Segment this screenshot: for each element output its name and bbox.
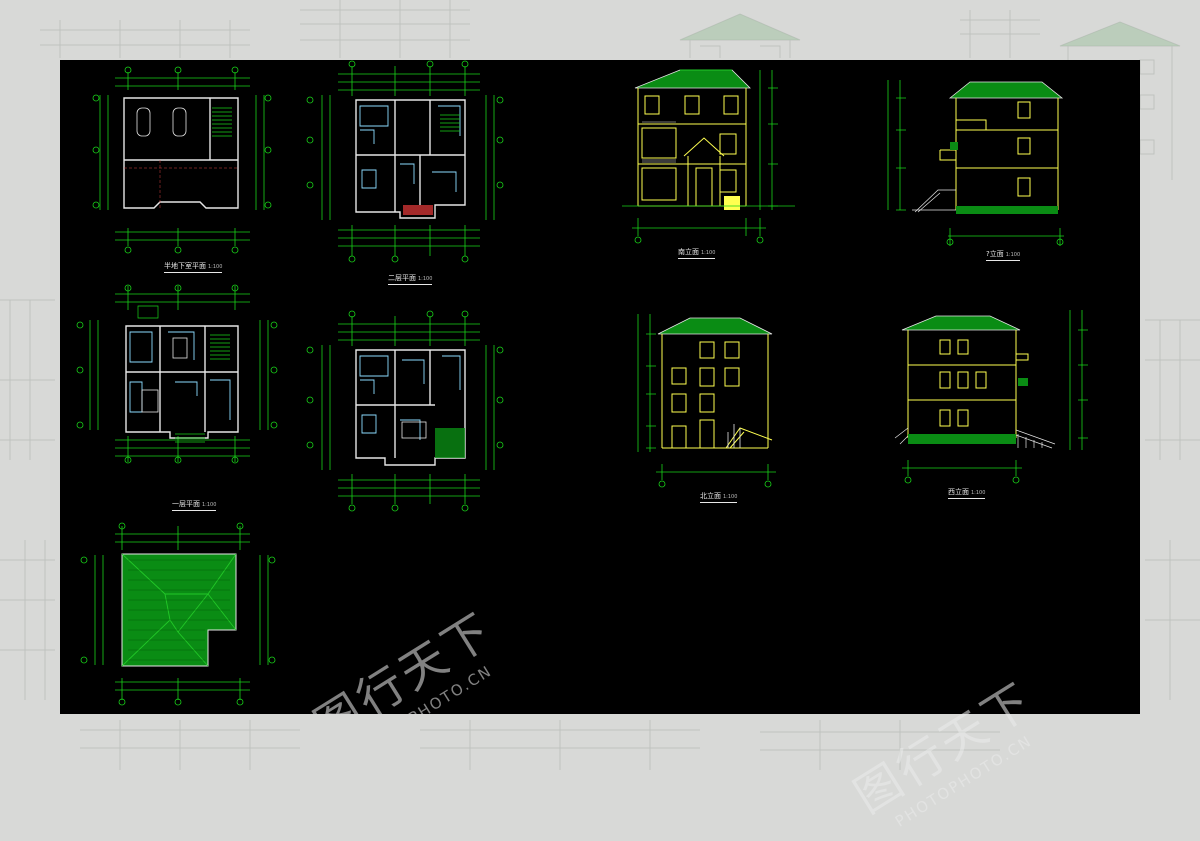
- roof-plan-drawing: [80, 522, 276, 706]
- background-drawing-sheet: [0, 0, 1200, 770]
- second-floor-plan-drawing: [306, 60, 504, 263]
- west-elevation-drawing: [894, 310, 1088, 484]
- first-floor-plan-drawing: [76, 284, 278, 464]
- south-elevation-drawing: [622, 69, 795, 244]
- basement-plan-drawing: [92, 66, 272, 254]
- north-elevation-drawing: [637, 314, 776, 488]
- third-floor-plan-drawing: [306, 310, 504, 512]
- side-elevation-right-drawing: [887, 80, 1064, 246]
